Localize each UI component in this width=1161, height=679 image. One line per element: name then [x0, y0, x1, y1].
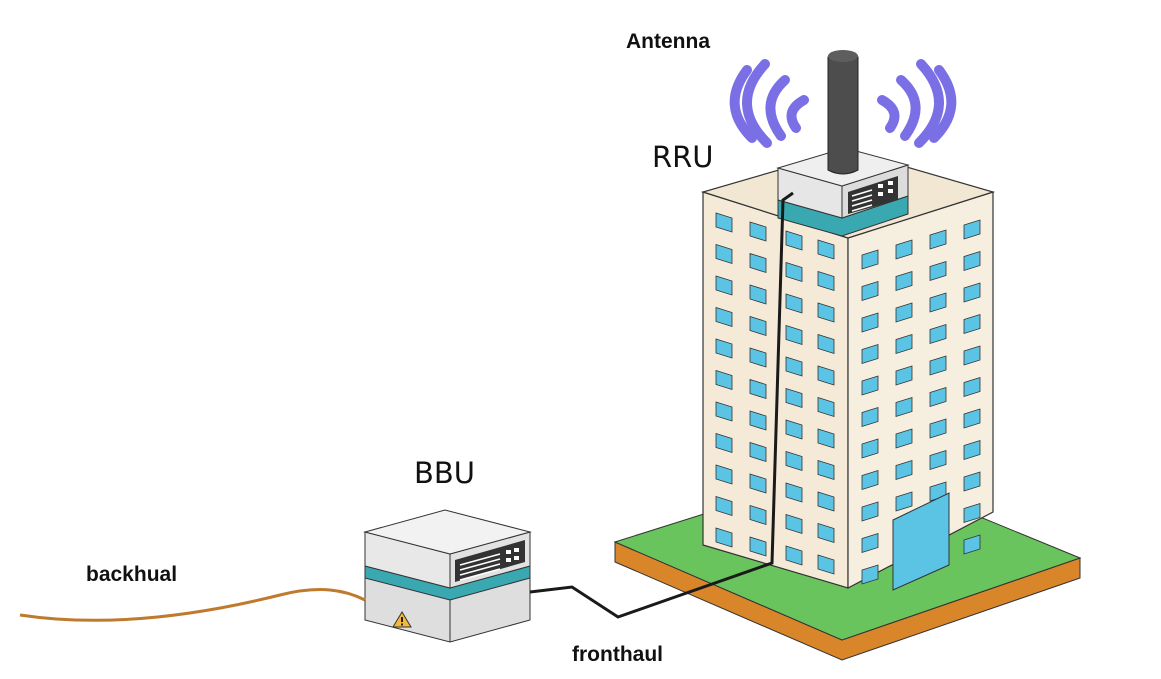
window	[963, 408, 981, 429]
window	[785, 324, 803, 346]
antenna-label: Antenna	[626, 30, 710, 53]
window	[895, 365, 913, 386]
window	[861, 501, 879, 522]
window	[715, 495, 733, 517]
window	[963, 345, 981, 366]
window	[861, 438, 879, 459]
window	[895, 491, 913, 512]
window	[785, 545, 803, 566]
window	[749, 378, 767, 400]
window	[715, 212, 733, 233]
window	[963, 219, 981, 240]
window	[895, 333, 913, 355]
window	[749, 441, 767, 463]
window	[861, 532, 879, 554]
window	[963, 471, 981, 492]
window	[715, 527, 733, 548]
window	[817, 554, 835, 575]
window	[715, 306, 733, 328]
window	[895, 459, 913, 481]
window	[817, 270, 835, 292]
window	[929, 355, 947, 376]
window	[895, 428, 913, 449]
window	[749, 504, 767, 526]
window	[861, 249, 879, 270]
window	[817, 428, 835, 449]
window	[861, 375, 879, 396]
bbu-label: BBU	[414, 456, 476, 490]
window	[785, 419, 803, 440]
warning-triangle-icon	[392, 611, 412, 628]
window	[963, 376, 981, 398]
window	[895, 396, 913, 418]
window	[861, 312, 879, 333]
window	[929, 418, 947, 439]
window	[785, 293, 803, 314]
antenna-pole	[827, 50, 859, 175]
building-windows-left	[715, 212, 835, 575]
window	[715, 243, 733, 265]
window	[929, 323, 947, 345]
window	[785, 450, 803, 472]
window	[963, 502, 981, 524]
window	[785, 261, 803, 283]
window	[895, 239, 913, 260]
window	[749, 221, 767, 242]
window	[785, 513, 803, 535]
window	[929, 386, 947, 408]
fronthaul-label: fronthaul	[572, 643, 663, 666]
window	[929, 449, 947, 471]
window	[715, 432, 733, 454]
window	[715, 401, 733, 422]
window	[861, 406, 879, 428]
window	[895, 270, 913, 292]
window	[963, 313, 981, 335]
signal-waves-right	[877, 59, 957, 148]
backhaul-label: backhual	[86, 563, 178, 586]
window	[785, 482, 803, 503]
window	[817, 239, 835, 260]
window	[861, 280, 879, 302]
fronthaul-cable	[529, 191, 794, 619]
window	[817, 302, 835, 323]
backhaul-cable	[19, 588, 366, 622]
building-door	[892, 492, 950, 591]
window	[785, 230, 803, 251]
window	[817, 396, 835, 418]
window	[749, 473, 767, 494]
window	[749, 284, 767, 305]
window	[817, 522, 835, 544]
bbu-unit	[363, 509, 532, 643]
window	[817, 365, 835, 386]
window	[715, 338, 733, 359]
window	[963, 250, 981, 272]
window	[715, 464, 733, 485]
signal-waves-left	[729, 59, 809, 148]
window	[817, 491, 835, 512]
window	[929, 229, 947, 250]
window	[749, 347, 767, 368]
window	[963, 439, 981, 461]
window	[929, 292, 947, 313]
window	[749, 410, 767, 431]
window	[715, 275, 733, 296]
window	[861, 469, 879, 491]
window	[895, 302, 913, 323]
window	[817, 333, 835, 355]
window	[929, 260, 947, 282]
window	[861, 343, 879, 365]
window	[715, 369, 733, 391]
window	[817, 459, 835, 481]
window	[749, 536, 767, 557]
window	[785, 356, 803, 377]
window	[749, 252, 767, 274]
rru-label: RRU	[652, 140, 714, 174]
window	[963, 282, 981, 303]
window	[749, 315, 767, 337]
window	[861, 564, 879, 585]
window	[963, 534, 981, 555]
building	[700, 149, 996, 591]
window	[785, 387, 803, 409]
